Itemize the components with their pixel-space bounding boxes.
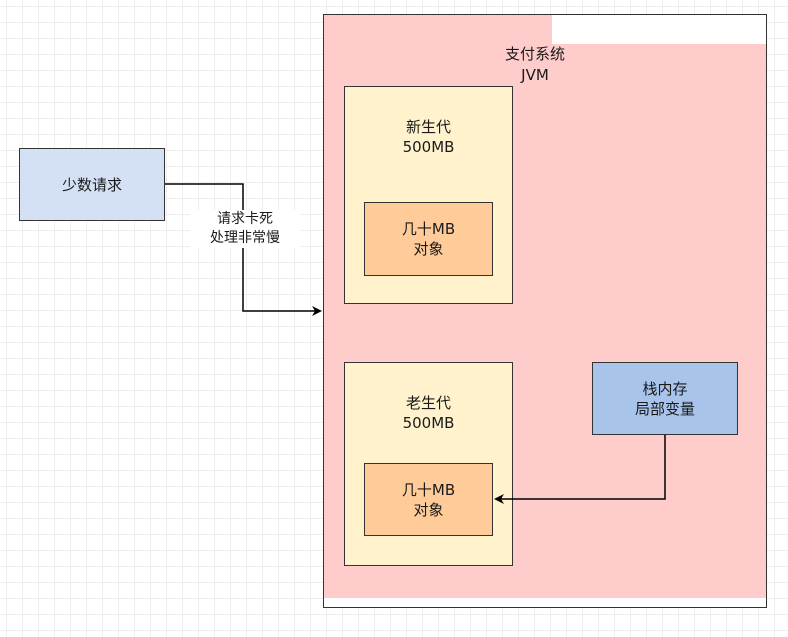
- old-generation-label: 老生代 500MB: [402, 394, 455, 432]
- young-generation-object-node[interactable]: 几十MB 对象: [364, 202, 493, 276]
- jvm-container-bottom-strip: [324, 598, 766, 607]
- client-to-jvm-edge-label: 请求卡死 处理非常慢: [190, 210, 300, 248]
- young-generation-label: 新生代 500MB: [402, 118, 455, 156]
- client-requests-node[interactable]: 少数请求: [19, 148, 165, 221]
- stack-memory-label: 栈内存 局部变量: [634, 379, 695, 418]
- young-generation-object-label: 几十MB 对象: [401, 220, 456, 258]
- stack-to-old-object-connector: [494, 435, 666, 504]
- client-requests-label: 少数请求: [61, 175, 122, 194]
- old-generation-object-node[interactable]: 几十MB 对象: [364, 463, 493, 536]
- jvm-container-notch: [552, 15, 766, 44]
- jvm-title: 支付系统 JVM: [504, 45, 565, 84]
- old-generation-object-label: 几十MB 对象: [401, 480, 456, 519]
- stack-memory-node[interactable]: 栈内存 局部变量: [592, 362, 738, 435]
